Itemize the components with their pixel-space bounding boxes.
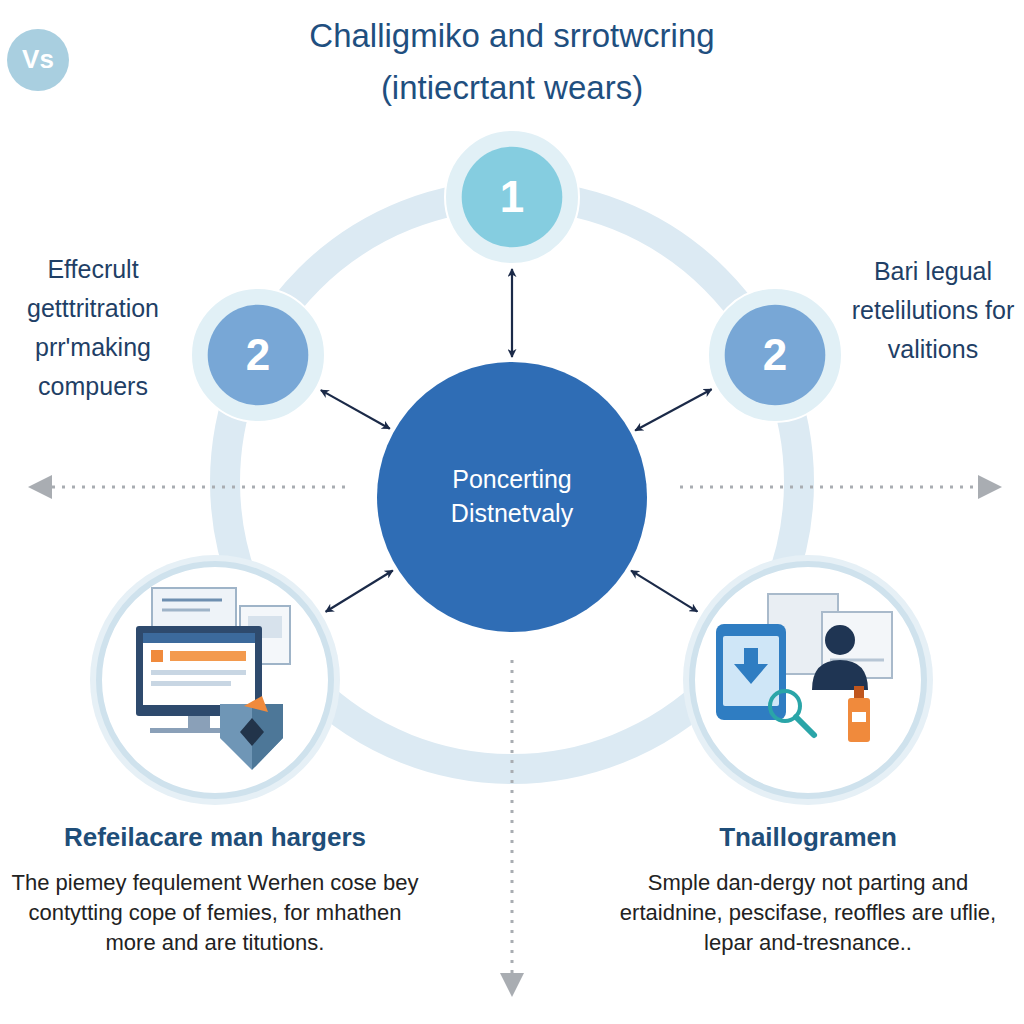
caption-heading: Tnaillogramen [608,820,1008,854]
side-label: Effecrult getttritration prr'making comp… [2,250,184,406]
circle-content: 2 [707,287,843,423]
illustration-circle: Refeilacare man hargersThe piemey fequle… [89,554,341,806]
title: Challigmiko and srrotwcring (intiecrtant… [232,10,792,114]
circle-content: 2 [190,287,326,423]
double-arrow [631,571,697,612]
caption-heading: Refeilacare man hargers [10,820,420,854]
callout-number: 1 [500,167,524,226]
illustration-circle: TnaillogramenSmple dan-dergy not parting… [682,554,934,806]
caption-body: The piemey fequlement Werhen cose bey co… [10,868,420,958]
dotted-line [40,486,345,489]
number-circle: 2 [190,287,326,423]
number-circle: 1 [444,129,580,265]
computer-illustration [136,588,290,770]
double-arrow [511,269,513,357]
side-label: Bari legual retelilutions for valitions [846,252,1020,369]
circle-content: Poncerting Distnetvaly [376,361,648,633]
caption-body: Smple dan-dergy not parting and ertaidni… [608,868,1008,958]
callout-number: 2 [246,325,270,384]
circle-outline [682,554,934,806]
dotted-line [680,486,990,489]
center-circle: Poncerting Distnetvaly [376,361,648,633]
circle-content: Vs [6,28,70,92]
number-circle: 2 [707,287,843,423]
caption-block: Refeilacare man hargersThe piemey fequle… [10,820,420,958]
badge-circle: Vs [6,28,70,92]
double-arrow [326,570,393,611]
circle-content: 1 [444,129,580,265]
circle-text: Vs [22,42,54,77]
callout-number: 2 [763,325,787,384]
circle-text: Poncerting Distnetvaly [410,463,614,531]
double-arrow [635,389,711,430]
circle-outline [89,554,341,806]
caption-block: TnaillogramenSmple dan-dergy not parting… [608,820,1008,958]
dotted-line [511,660,514,985]
mobile-illustration [716,594,892,742]
circle-outline [376,361,648,633]
double-arrow [321,390,390,429]
